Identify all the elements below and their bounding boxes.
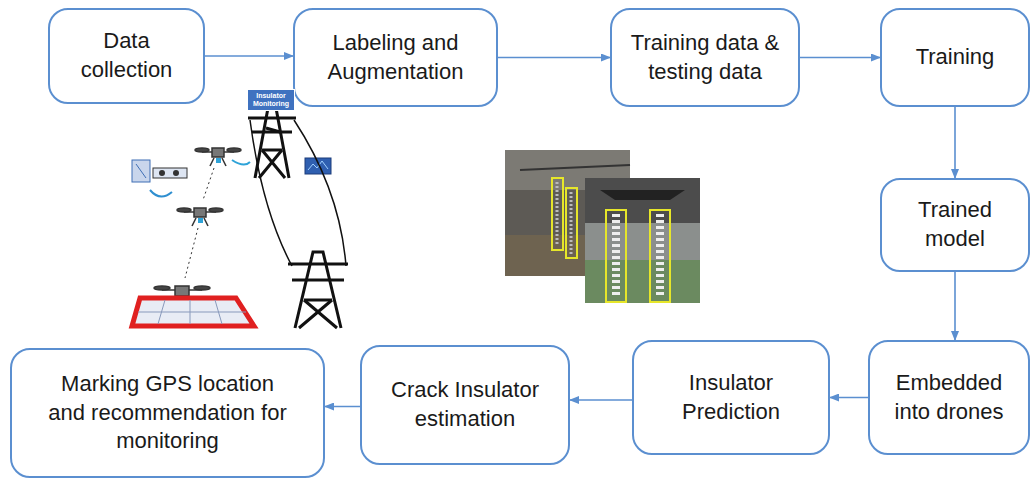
flow-arrow [498,57,610,59]
process-box: Insulator Prediction [632,340,830,455]
process-box: Training data & testing data [610,8,800,107]
box-label: Trained model [894,196,1016,253]
satellite-icons [132,158,331,197]
process-box: Labeling and Augmentation [293,8,498,107]
box-label: Embedded into drones [882,369,1016,426]
flow-arrow [800,57,880,59]
flow-arrow [954,107,956,178]
box-label: Training [916,43,995,72]
flow-arrow [954,272,956,340]
drone [154,148,241,306]
power-line [250,120,346,266]
box-label: Insulator Prediction [648,369,814,426]
landing-pad [132,298,254,326]
process-box: Trained model [880,178,1030,272]
flow-arrow [205,55,293,57]
box-label: Training data & testing data [626,29,784,86]
tower-symbol [248,108,348,328]
flow-arrow [830,397,868,399]
box-label: Marking GPS location and recommendation … [46,370,289,456]
process-box: Crack Insulator estimation [360,345,570,465]
box-label: Labeling and Augmentation [307,29,484,86]
box-label: Data collection [62,27,191,84]
badge-label: Insulator Monitoring [247,89,295,111]
process-box: Training [880,8,1030,107]
flight-path [185,160,250,278]
flow-arrow [325,406,360,408]
process-box: Data collection [48,8,205,104]
process-box: Marking GPS location and recommendation … [10,348,325,478]
flow-arrow [570,399,632,401]
box-label: Crack Insulator estimation [378,376,552,433]
process-box: Embedded into drones [868,340,1030,455]
insulator-photo [505,150,700,303]
